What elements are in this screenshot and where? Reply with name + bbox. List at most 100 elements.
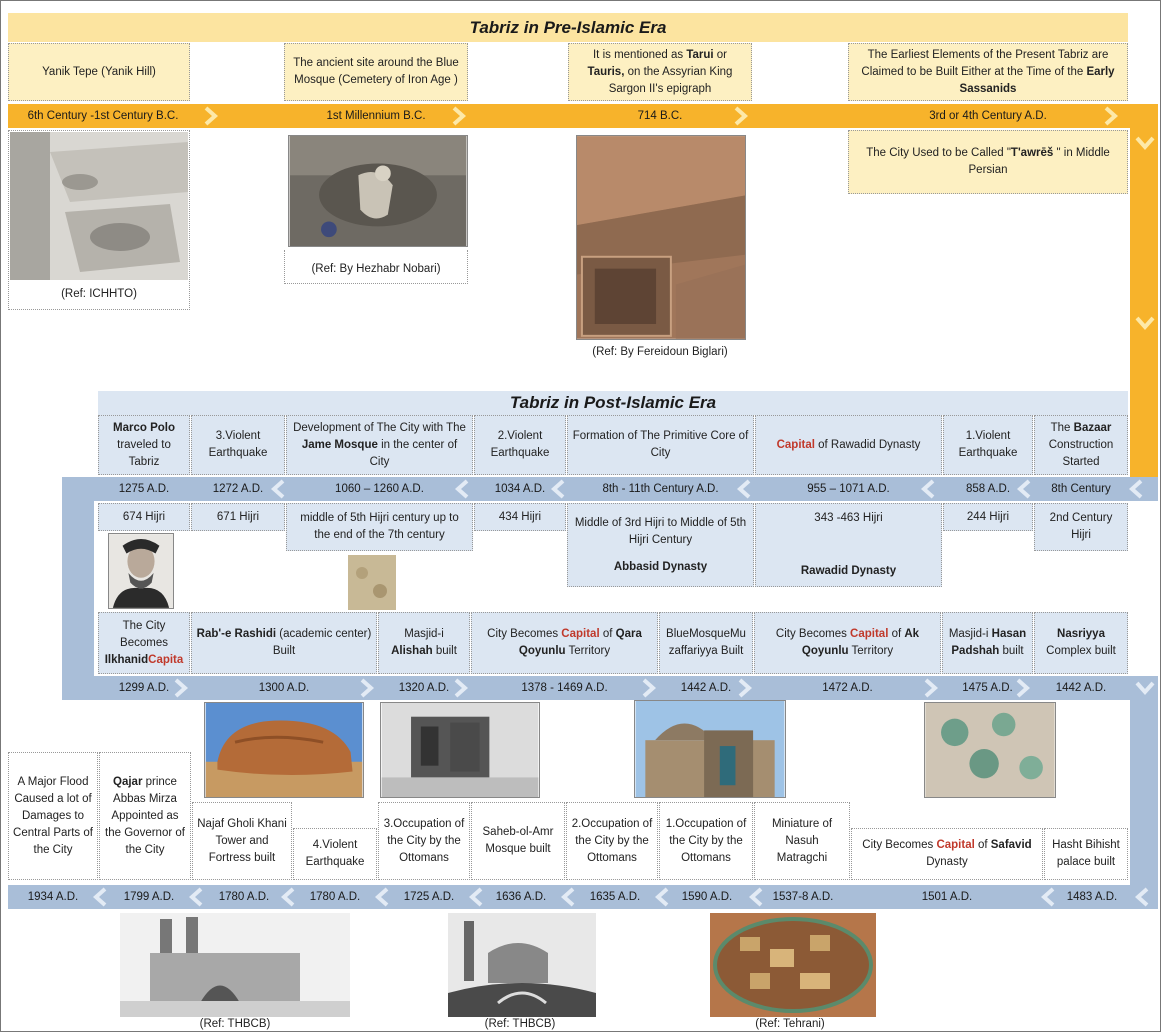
chevron-right-icon: [1016, 678, 1031, 698]
row3-ref-1: (Ref: THBCB): [199, 1018, 271, 1030]
row2-event-5-top: BlueMosqueMuzaffariyya Built: [659, 612, 753, 674]
chevron-left-icon: [280, 887, 295, 907]
row3-event-6-top: Saheb-ol-Amr Mosque built: [471, 802, 565, 880]
yanik-tepe-photo: [10, 132, 188, 280]
chevron-right-icon: [454, 678, 469, 698]
row2-event-8-top: Nasriyya Complex built: [1034, 612, 1128, 674]
row2-event-2-top: Rab'-e Rashidi (academic center) Built: [191, 612, 377, 674]
row1-event-4-date: 1034 A.D.: [494, 483, 546, 495]
chevron-down-icon: [1135, 681, 1155, 696]
row1-event-4-top: 2.Violent Earthquake: [474, 415, 566, 475]
row2-event-2-date: 1300 A.D.: [258, 682, 310, 694]
row1-event-7-date: 858 A.D.: [965, 483, 1011, 495]
row3-event-8-date: 1590 A.D.: [681, 891, 733, 903]
row3-ref-3: (Ref: Tehrani): [755, 1018, 825, 1030]
pre-event-4-date: 3rd or 4th Century A.D.: [929, 110, 1047, 122]
hasan-padshah-photo: [924, 702, 1056, 798]
row3-event-4-date: 1780 A.D.: [309, 891, 361, 903]
pre-event-2-ref: (Ref: By Hezhabr Nobari): [311, 263, 441, 275]
chevron-right-icon: [734, 106, 749, 126]
rawadid-dynasty-label: Rawadid Dynasty: [800, 565, 897, 577]
marco-polo-portrait: [108, 533, 174, 609]
row2-event-4-date: 1378 - 1469 A.D.: [521, 682, 608, 694]
nasuh-matragchi-miniature: [710, 913, 876, 1017]
row1-event-2-top: 3.Violent Earthquake: [191, 415, 285, 475]
masjid-alishah-photo: [380, 702, 540, 798]
row1-event-6-date: 955 – 1071 A.D.: [807, 483, 890, 495]
row3-event-11-top: Hasht Bihisht palace built: [1044, 828, 1128, 880]
row2-event-7-top: Masjid-i Hasan Padshah built: [942, 612, 1033, 674]
blue-mosque-photo: [634, 700, 786, 798]
pre-event-2-date: 1st Millennium B.C.: [326, 110, 426, 122]
row3-event-3-date: 1780 A.D.: [218, 891, 270, 903]
row3-event-5-top: 3.Occupation of the City by the Ottomans: [378, 802, 470, 880]
row3-event-1-date: 1934 A.D.: [27, 891, 79, 903]
pre-event-3-date: 714 B.C.: [637, 110, 683, 122]
row3-event-6-date: 1636 A.D.: [495, 891, 547, 903]
pre-event-3-ref: (Ref: By Fereidoun Biglari): [592, 346, 728, 358]
pre-event-1-desc: Yanik Tepe (Yanik Hill): [8, 43, 190, 101]
row2-event-3-top: Masjid-i Alishah built: [378, 612, 470, 674]
chevron-left-icon: [920, 479, 935, 499]
row1-event-2-date: 1272 A.D.: [212, 483, 264, 495]
row2-event-1-date: 1299 A.D.: [118, 682, 170, 694]
row3-event-8-top: 1.Occupation of the City by the Ottomans: [659, 802, 753, 880]
row2-event-8-date: 1442 A.D.: [1055, 682, 1107, 694]
chevron-left-icon: [550, 479, 565, 499]
chevron-left-icon: [374, 887, 389, 907]
row3-event-9-date: 1537-8 A.D.: [772, 891, 834, 903]
chevron-right-icon: [738, 678, 753, 698]
row2-event-5-date: 1442 A.D.: [680, 682, 732, 694]
najaf-gholi-tower-photo: [120, 913, 350, 1017]
chevron-left-icon: [1134, 887, 1149, 907]
left-timeline-connector: [62, 477, 94, 700]
row1-event-8-top: The Bazaar Construction Started: [1034, 415, 1128, 475]
sargon-epigraph-photo: [576, 135, 746, 340]
row1-event-1-hijri: 674 Hijri: [98, 503, 190, 531]
pre-event-1-date: 6th Century -1st Century B.C.: [27, 110, 179, 122]
row3-event-9-top: Miniature of Nasuh Matragchi: [754, 802, 850, 880]
chevron-left-icon: [188, 887, 203, 907]
row1-event-1-top: Marco Polo traveled to Tabriz: [98, 415, 190, 475]
chevron-right-icon: [360, 678, 375, 698]
row1-event-3-top: Development of The City with The Jame Mo…: [286, 415, 473, 475]
chevron-right-icon: [174, 678, 189, 698]
row1-event-1-date: 1275 A.D.: [118, 483, 170, 495]
row1-timeline-bar: [62, 477, 1158, 501]
row2-event-3-date: 1320 A.D.: [398, 682, 450, 694]
pre-timeline-bar: [8, 104, 1158, 128]
chevron-left-icon: [1040, 887, 1055, 907]
row3-event-4-top: 4.Violent Earthquake: [293, 828, 377, 880]
row1-event-6-top: Capital of Rawadid Dynasty: [755, 415, 942, 475]
row1-event-3-hijri: middle of 5th Hijri century up to the en…: [286, 503, 473, 551]
row3-event-1-top: A Major Flood Caused a lot of Damages to…: [8, 752, 98, 880]
row2-event-6-date: 1472 A.D.: [822, 682, 873, 694]
row1-event-5-top: Formation of The Primitive Core of City: [567, 415, 754, 475]
chevron-left-icon: [654, 887, 669, 907]
row1-event-7-hijri: 244 Hijri: [943, 503, 1033, 531]
row3-event-2-top: Qajar prince Abbas Mirza Appointed as th…: [99, 752, 191, 880]
row1-event-5-date: 8th - 11th Century A.D.: [602, 483, 719, 495]
pre-event-2-ref-border: [284, 250, 468, 284]
chevron-right-icon: [924, 678, 939, 698]
pre-event-4-desc: The Earliest Elements of the Present Tab…: [848, 43, 1128, 101]
chevron-right-icon: [204, 106, 219, 126]
chevron-left-icon: [736, 479, 751, 499]
row1-event-2-hijri: 671 Hijri: [191, 503, 285, 531]
row3-event-7-top: 2.Occupation of the City by the Ottomans: [566, 802, 658, 880]
row1-event-7-top: 1.Violent Earthquake: [943, 415, 1033, 475]
chevron-left-icon: [468, 887, 483, 907]
row3-event-7-date: 1635 A.D.: [589, 891, 641, 903]
pre-event-3-desc: It is mentioned as Tarui or Tauris, on t…: [568, 43, 752, 101]
pre-event-4-note: The City Used to be Called "T'awrēš " in…: [848, 130, 1128, 194]
row3-event-10-date: 1501 A.D.: [921, 891, 973, 903]
row3-ref-2: (Ref: THBCB): [484, 1018, 556, 1030]
row1-event-5-hijri: Middle of 3rd Hijri to Middle of 5th Hij…: [567, 503, 754, 587]
chevron-left-icon: [270, 479, 285, 499]
chevron-down-icon: [1135, 136, 1155, 151]
chevron-left-icon: [560, 887, 575, 907]
ref-label: (Ref: ICHHTO): [61, 288, 137, 300]
row3-event-10-top: City Becomes Capital of Safavid Dynasty: [851, 828, 1043, 880]
row2-event-6-top: City Becomes Capital of Ak Qoyunlu Terri…: [754, 612, 941, 674]
row1-event-6-hijri: 343 -463 Hijri Rawadid Dynasty: [755, 503, 942, 587]
